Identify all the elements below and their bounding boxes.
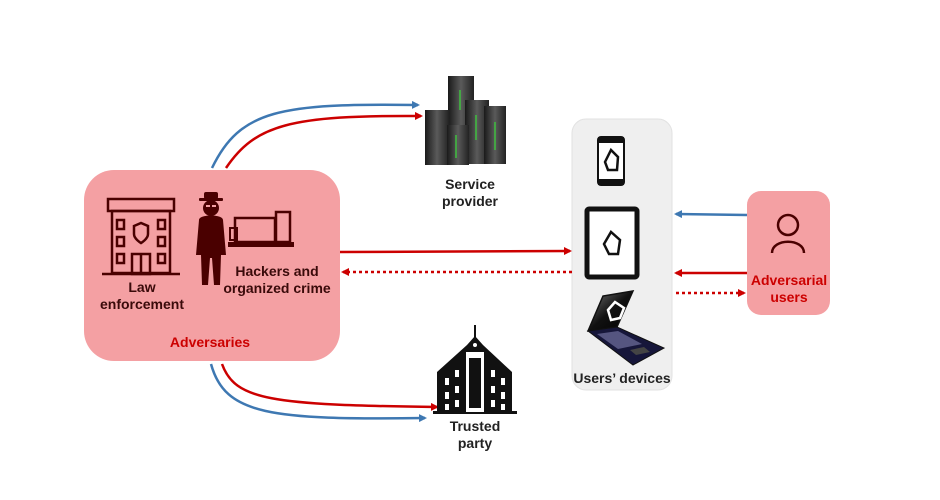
arrow-adversaries-to-trusted-party-blue (209, 363, 427, 423)
service-provider-line2: provider (441, 193, 498, 209)
adversarial-users-line2: users (770, 289, 808, 305)
arrow-adversarial-users-to-devices-blue (674, 210, 748, 219)
trusted-party-line2: party (457, 435, 493, 451)
service-provider-line1: Service (445, 176, 495, 192)
arrow-adversaries-to-service-provider-red (224, 111, 423, 169)
adversarial-users-label: Adversarial users (745, 272, 833, 306)
law-enforcement-line2: enforcement (99, 296, 185, 312)
trusted-party-line1: Trusted (449, 418, 501, 434)
users-devices-title: Users’ devices (573, 370, 671, 386)
law-enforcement-line1: Law (128, 279, 156, 295)
hacker-computer-icon (196, 192, 294, 285)
law-enforcement-label: Law enforcement (94, 279, 190, 313)
adversaries-title: Adversaries (169, 334, 251, 350)
laptop-icon (586, 290, 666, 366)
trusted-party-label: Trusted party (430, 418, 520, 452)
service-provider-label: Service provider (425, 176, 515, 210)
hackers-line1: Hackers and (235, 263, 319, 279)
smartphone-icon (597, 136, 625, 186)
adversarial-users-box (747, 191, 830, 315)
arrow-adversaries-to-devices (339, 247, 572, 256)
hackers-label: Hackers and organized crime (222, 263, 332, 297)
user-icon (770, 213, 806, 254)
adversarial-users-line1: Adversarial (750, 272, 828, 288)
server-rack-icon (425, 76, 506, 165)
hackers-line2: organized crime (223, 280, 331, 296)
building-icon (433, 325, 517, 414)
police-building-icon (102, 197, 180, 276)
arrow-adversaries-to-trusted-party-red (220, 363, 439, 411)
tablet-icon (584, 206, 640, 280)
arrow-adversaries-to-service-provider-blue (210, 100, 420, 169)
